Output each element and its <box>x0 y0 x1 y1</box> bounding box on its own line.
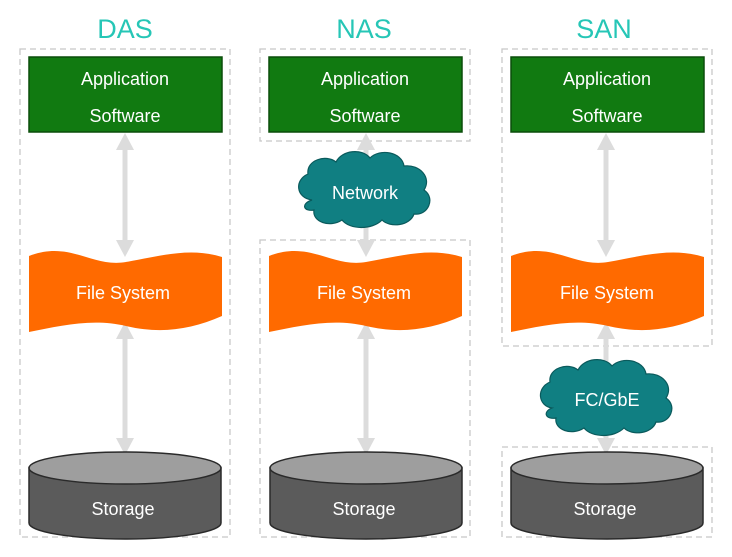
das-app-line1: Application <box>81 69 169 89</box>
san-fc-gbe-cloud: FC/GbE <box>539 359 673 437</box>
das-filesystem-label: File System <box>76 283 170 303</box>
nas-filesystem: File System <box>269 250 462 332</box>
das-column: DAS Application Software File System <box>19 14 231 540</box>
das-storage-label: Storage <box>91 499 154 519</box>
nas-app-line2: Software <box>329 106 400 126</box>
nas-client-frame <box>259 48 471 142</box>
das-filesystem: File System <box>29 250 222 332</box>
nas-arrow-fs-storage <box>357 322 375 455</box>
das-app-line2: Software <box>89 106 160 126</box>
san-application-box: Application Software <box>510 56 705 133</box>
das-arrow-fs-storage <box>116 322 134 455</box>
nas-filesystem-label: File System <box>317 283 411 303</box>
das-arrow-app-fs <box>116 133 134 257</box>
san-storage-label: Storage <box>573 499 636 519</box>
das-title: DAS <box>97 14 153 44</box>
nas-title: NAS <box>336 14 392 44</box>
nas-network-label: Network <box>332 183 399 203</box>
nas-app-line1: Application <box>321 69 409 89</box>
san-filesystem: File System <box>511 250 704 332</box>
san-storage: Storage <box>510 451 704 540</box>
das-storage: Storage <box>28 451 222 540</box>
san-arrow-app-fs <box>597 133 615 257</box>
nas-network-cloud: Network <box>298 151 431 229</box>
san-title: SAN <box>576 14 632 44</box>
nas-storage: Storage <box>269 451 463 540</box>
san-fc-gbe-label: FC/GbE <box>574 390 639 410</box>
san-filesystem-label: File System <box>560 283 654 303</box>
san-app-line1: Application <box>563 69 651 89</box>
nas-storage-label: Storage <box>332 499 395 519</box>
nas-column: NAS Application Software Network F <box>259 14 471 540</box>
das-application-box: Application Software <box>28 56 223 133</box>
san-app-line2: Software <box>571 106 642 126</box>
san-column: SAN Application Software File System <box>501 14 713 540</box>
nas-application-box: Application Software <box>268 56 463 133</box>
